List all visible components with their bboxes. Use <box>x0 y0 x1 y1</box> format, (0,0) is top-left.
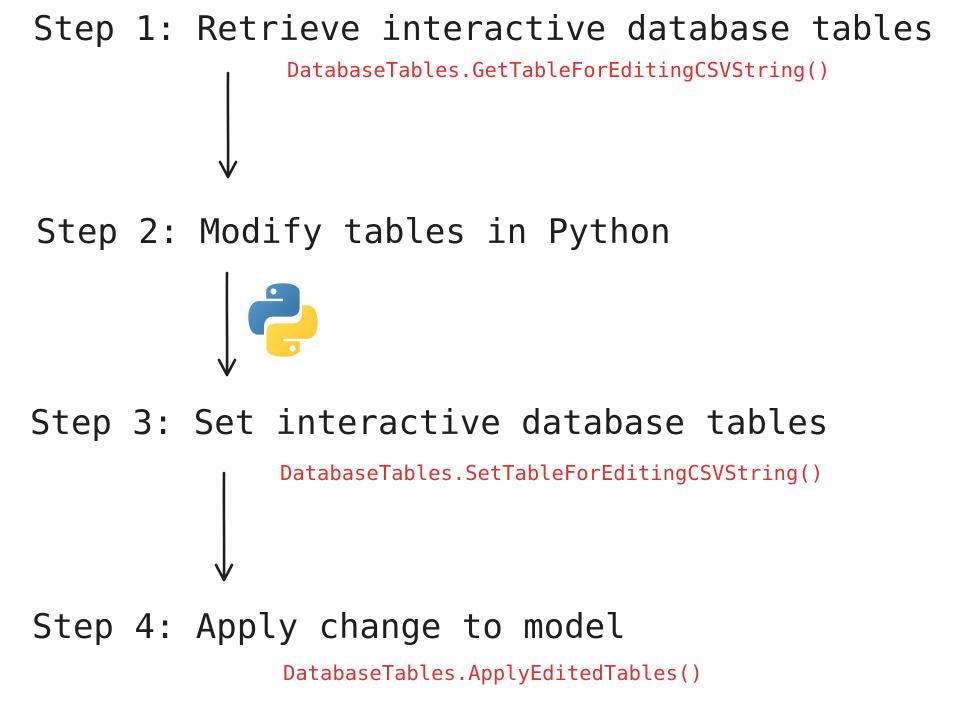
step-4-api-call: DatabaseTables.ApplyEditedTables() <box>283 661 703 685</box>
down-arrow-icon <box>214 471 234 582</box>
step-3-api-call: DatabaseTables.SetTableForEditingCSVStri… <box>280 461 824 485</box>
step-4-title: Step 4: Apply change to model <box>32 607 626 647</box>
step-3-title: Step 3: Set interactive database tables <box>30 403 829 443</box>
step-1-title: Step 1: Retrieve interactive database ta… <box>33 9 934 49</box>
python-logo-icon <box>248 283 318 357</box>
down-arrow-icon <box>217 271 237 377</box>
step-2-title: Step 2: Modify tables in Python <box>36 212 671 252</box>
down-arrow-icon <box>218 71 238 179</box>
step-1-api-call: DatabaseTables.GetTableForEditingCSVStri… <box>287 58 831 82</box>
